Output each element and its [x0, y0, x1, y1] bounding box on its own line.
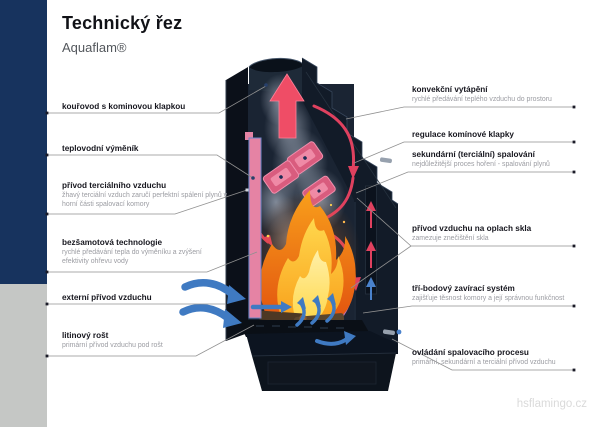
- label-title: litinový rošt: [62, 331, 109, 340]
- label-subtitle: rychlé předávání teplého vzduchu do pros…: [412, 96, 552, 104]
- label-chamotte-free-technology: bezšamotová technologie rychlé předávání…: [62, 238, 222, 266]
- label-title: ovládání spalovacího procesu: [412, 348, 529, 357]
- door-handle: [382, 329, 402, 336]
- air-channel: [365, 185, 377, 300]
- label-external-air-supply: externí přívod vzduchu: [62, 293, 234, 303]
- label-glass-air-wash: přívod vzduchu na oplach skla zamezuje z…: [412, 224, 582, 244]
- label-title: bezšamotová technologie: [62, 238, 163, 247]
- sidebar-accent-top: [0, 0, 47, 284]
- label-title: konvekční vytápění: [412, 85, 488, 94]
- label-flue-damper-regulation: regulace komínové klapky: [412, 130, 582, 140]
- label-title: sekundární (terciální) spalování: [412, 150, 535, 159]
- label-convection-heating: konvekční vytápění rychlé předávání tepl…: [412, 85, 582, 105]
- page-subtitle: Aquaflam®: [62, 40, 127, 55]
- label-title: tří-bodový zavírací systém: [412, 284, 515, 293]
- water-exchanger-strip: [245, 132, 262, 319]
- label-subtitle: nejdůležitější proces hoření - spalování…: [412, 161, 550, 169]
- label-secondary-tertiary-combustion: sekundární (terciální) spalování nejdůle…: [412, 150, 582, 170]
- label-subtitle: žhavý terciální vzduch zaručí perfektní …: [62, 192, 228, 208]
- label-tertiary-air-supply: přívod terciálního vzduchu žhavý terciál…: [62, 181, 234, 209]
- leader-lines: [47, 85, 574, 371]
- external-air-arrows: [179, 279, 356, 346]
- label-title: kouřovod s kominovou klapkou: [62, 102, 186, 111]
- leader-dots: [45, 83, 576, 372]
- header: Technický řez Aquaflam®: [62, 13, 182, 55]
- page-title: Technický řez: [62, 13, 183, 33]
- label-title: teplovodní výměník: [62, 144, 139, 153]
- label-flue-with-damper: kouřovod s kominovou klapkou: [62, 102, 234, 112]
- label-title: přívod terciálního vzduchu: [62, 181, 167, 190]
- flue-gas-arrow-icon: [269, 73, 305, 139]
- label-subtitle: primární přívod vzduchu pod rošt: [62, 342, 163, 350]
- label-title: regulace komínové klapky: [412, 130, 514, 139]
- watermark: hsflamingo.cz: [516, 398, 587, 410]
- sidebar-accent-bottom: [0, 284, 47, 427]
- label-subtitle: rychlé předávání tepla do výměníku a zvý…: [62, 249, 202, 265]
- label-cast-iron-grate: litinový rošt primární přívod vzduchu po…: [62, 331, 234, 351]
- label-combustion-process-control: ovládání spalovacího procesu primární, s…: [412, 348, 588, 368]
- label-subtitle: zamezuje znečištění skla: [412, 235, 489, 243]
- label-title: externí přívod vzduchu: [62, 293, 152, 302]
- label-three-point-locking-system: tří-bodový zavírací systém zajišťuje těs…: [412, 284, 588, 304]
- label-hot-water-exchanger: teplovodní výměník: [62, 144, 234, 154]
- label-subtitle: zajišťuje těsnost komory a její správnou…: [412, 295, 565, 303]
- label-title: přívod vzduchu na oplach skla: [412, 224, 532, 233]
- fire: [249, 190, 361, 320]
- label-subtitle: primární, sekundární a terciální přívod …: [412, 359, 556, 367]
- stove-base: [246, 331, 398, 391]
- damper-lever: [379, 157, 392, 164]
